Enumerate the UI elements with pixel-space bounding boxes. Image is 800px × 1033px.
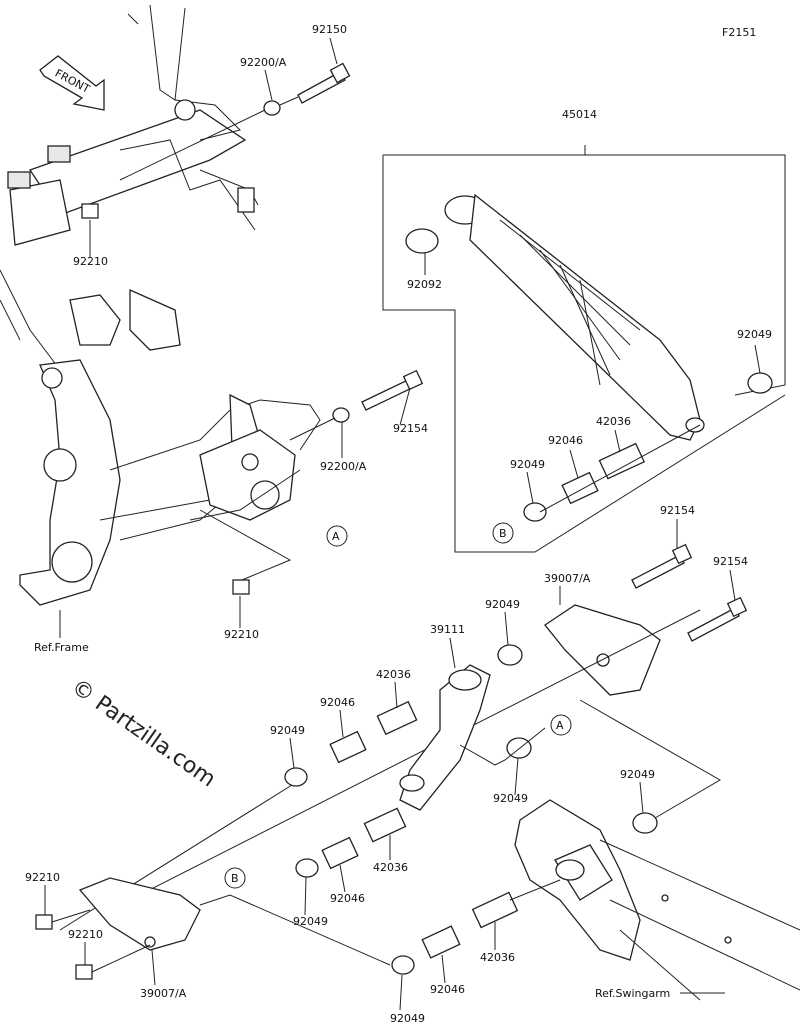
nut-92210-top-icon (81, 203, 99, 219)
washer-92049-left-icon (284, 767, 308, 787)
washer-92049-rocker-icon (497, 644, 523, 666)
label-92046-low: 92046 (330, 892, 365, 905)
mid-bolt-92154 (289, 369, 424, 441)
washer-92049-low-icon (295, 858, 319, 878)
front-arrow-icon: FRONT (39, 55, 105, 111)
nut-92210-bl2-icon (75, 964, 93, 980)
frame-drawing (0, 4, 321, 606)
label-42036-rocker: 42036 (376, 668, 411, 681)
swingarm-drawing (514, 799, 800, 1001)
figure-code: F2151 (722, 26, 756, 39)
label-92200a-mid: 92200/A (320, 460, 367, 473)
rocker-39111 (399, 664, 491, 811)
label-92049-sw: 92049 (620, 768, 655, 781)
top-bolt-92150 (119, 62, 351, 181)
label-92210-bl2: 92210 (68, 928, 103, 941)
leader-lines (44, 37, 761, 1011)
bearing-92046-low-icon (321, 836, 359, 870)
label-92046-shock: 92046 (548, 434, 583, 447)
label-92154-r2: 92154 (713, 555, 748, 568)
label-92210-bl1: 92210 (25, 871, 60, 884)
label-92046-rocker: 92046 (320, 696, 355, 709)
label-92210-mid: 92210 (224, 628, 259, 641)
label-92049-bot: 92049 (390, 1012, 425, 1025)
marker-b-bottom: B (224, 867, 246, 889)
bracket-hole-icon (596, 653, 610, 667)
label-39007a-top: 39007/A (544, 572, 591, 585)
nut-92210-mid-icon (232, 579, 250, 595)
collar-42036-rocker-icon (376, 700, 418, 736)
svg-text:B: B (231, 872, 239, 885)
bearing-92046-bot-icon (421, 925, 461, 959)
label-92049-under: 92049 (493, 792, 528, 805)
label-42036-bot: 42036 (480, 951, 515, 964)
watermark: © Partzilla.com (67, 674, 220, 792)
label-92092: 92092 (407, 278, 442, 291)
label-92049-low: 92049 (293, 915, 328, 928)
label-92154-r1: 92154 (660, 504, 695, 517)
label-92200a-top: 92200/A (240, 56, 287, 69)
label-45014: 45014 (562, 108, 597, 121)
washer-92049-bot-icon (391, 955, 415, 975)
label-92049-left: 92049 (270, 724, 305, 737)
svg-text:A: A (556, 719, 564, 732)
label-92049-rocker: 92049 (485, 598, 520, 611)
marker-a-mid: A (326, 525, 348, 547)
marker-a-rocker: A (550, 714, 572, 736)
label-39111: 39111 (430, 623, 465, 636)
shock-lower-parts (405, 228, 773, 522)
label-39007a-bot: 39007/A (140, 987, 187, 1000)
marker-b-shock: B (492, 522, 514, 544)
washer-92049-sw-icon (632, 812, 658, 834)
right-bolts-92154 (631, 543, 748, 642)
label-92210-top: 92210 (73, 255, 108, 268)
tie-rod-bracket-top (544, 604, 661, 696)
axle-line (109, 609, 701, 911)
ref-frame: Ref.Frame (34, 641, 89, 654)
label-92150: 92150 (312, 23, 347, 36)
collar-42036-low-icon (363, 807, 407, 843)
tie-rod-bracket-bottom (78, 877, 201, 951)
nut-92210-bl1-icon (35, 914, 53, 930)
svg-text:B: B (499, 527, 507, 540)
label-92046-bot: 92046 (430, 983, 465, 996)
label-42036-low: 42036 (373, 861, 408, 874)
label-92049-shock: 92049 (737, 328, 772, 341)
ref-swingarm: Ref.Swingarm (595, 987, 670, 1000)
label-42036-shock: 42036 (596, 415, 631, 428)
svg-text:A: A (332, 530, 340, 543)
label-92049-shock2: 92049 (510, 458, 545, 471)
shock-absorber (382, 145, 786, 553)
collar-42036-bot-icon (471, 891, 519, 929)
label-92154-top: 92154 (393, 422, 428, 435)
bearing-92046-rocker-icon (329, 730, 367, 764)
